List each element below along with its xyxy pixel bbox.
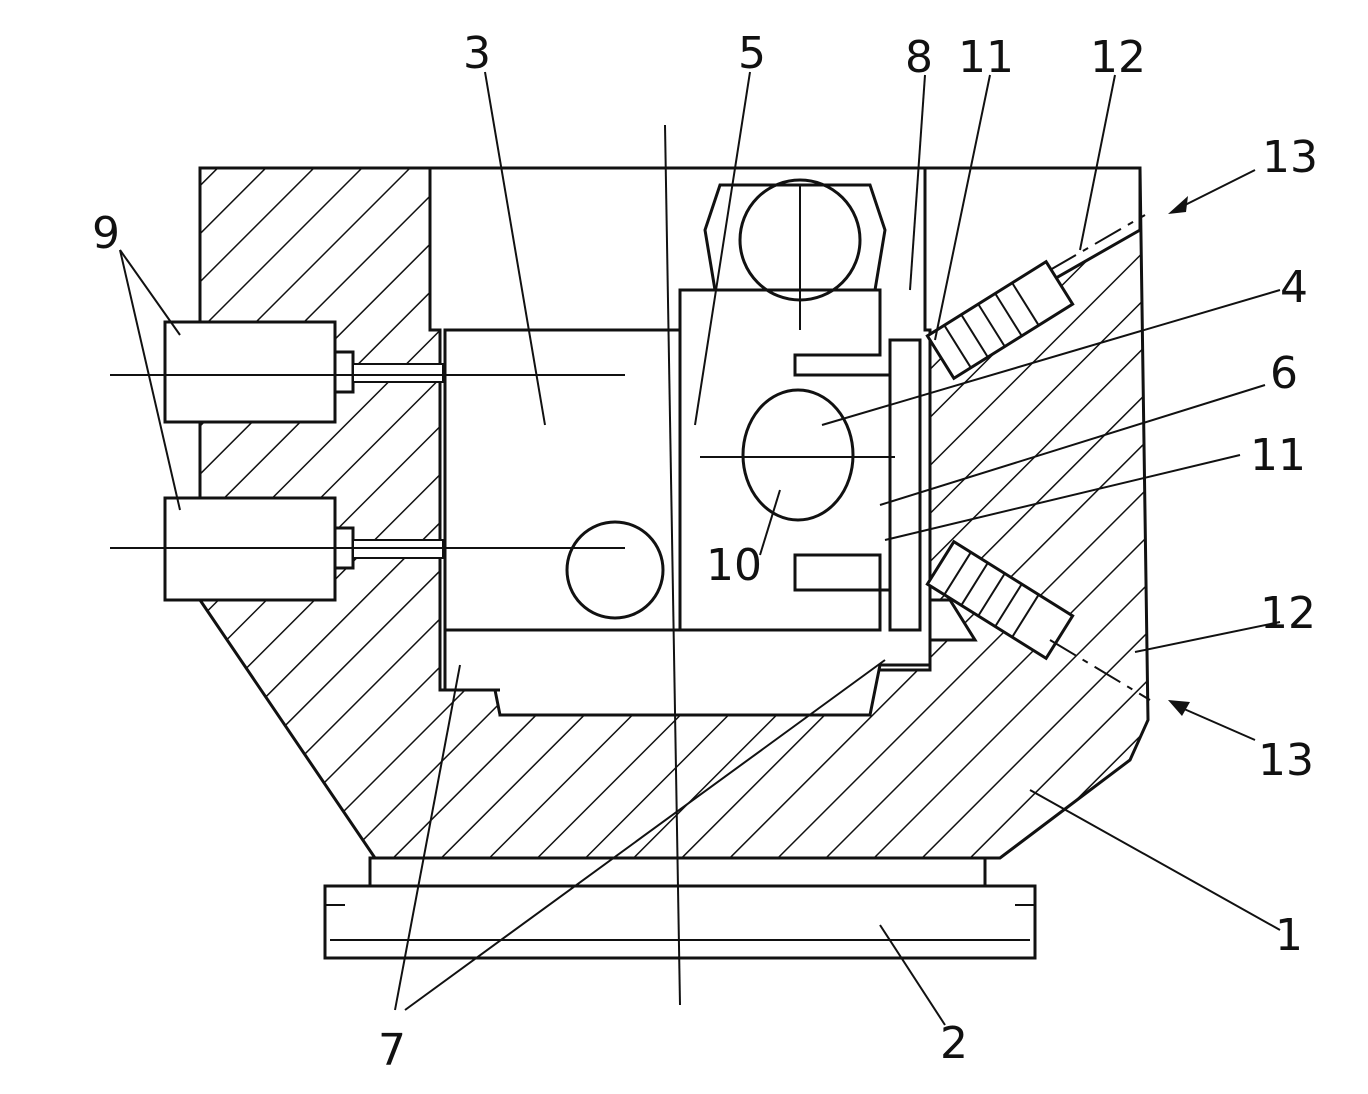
label-11-top: 11	[958, 32, 1014, 83]
label-10: 10	[706, 540, 762, 591]
label-12-bottom: 12	[1260, 588, 1316, 639]
label-1: 1	[1275, 910, 1303, 961]
label-3: 3	[463, 28, 491, 79]
label-2: 2	[940, 1018, 968, 1069]
label-4: 4	[1280, 262, 1308, 313]
label-7: 7	[378, 1025, 406, 1076]
label-12-top: 12	[1090, 32, 1146, 83]
base-plate	[325, 858, 1035, 958]
label-8: 8	[905, 32, 933, 83]
label-13-top: 13	[1262, 132, 1318, 183]
label-11-bottom: 11	[1250, 430, 1306, 481]
label-13-bottom: 13	[1258, 735, 1314, 786]
label-6: 6	[1270, 348, 1298, 399]
label-9: 9	[92, 208, 120, 259]
label-5: 5	[738, 28, 766, 79]
